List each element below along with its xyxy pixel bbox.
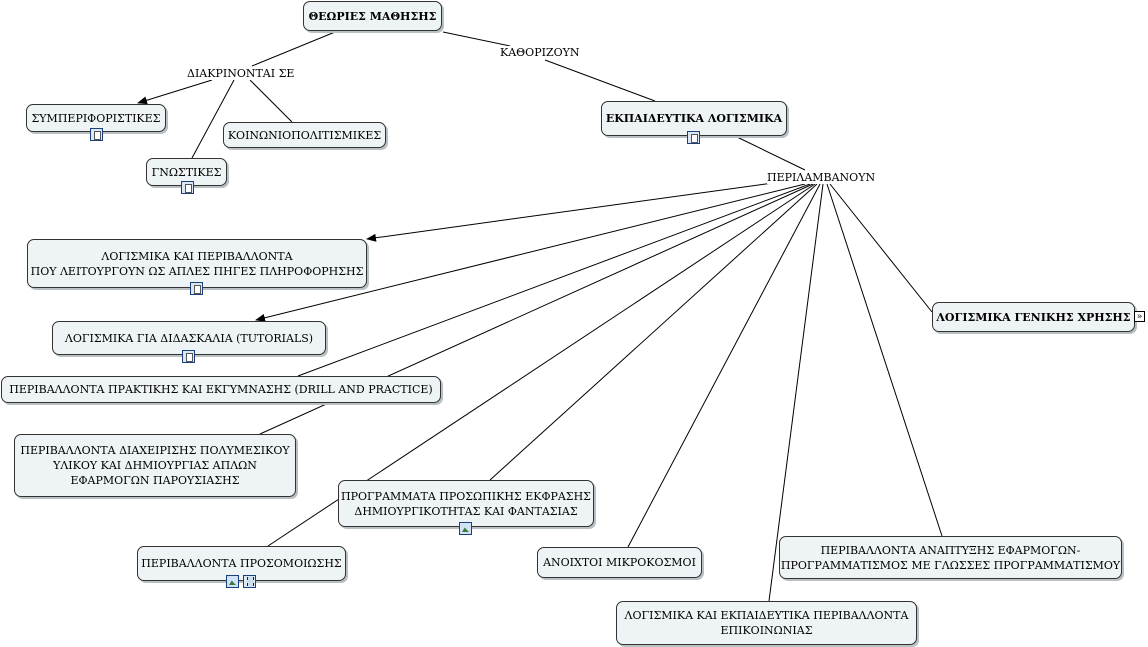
- link-include-programming: [826, 183, 943, 537]
- concept-info-sources-line2: ΠΟΥ ΛΕΙΤΟΥΡΓΟΥΝ ΩΣ ΑΠΛΕΣ ΠΗΓΕΣ ΠΛΗΡΟΦΟΡΗ…: [30, 264, 364, 278]
- concept-multimedia-line1: ΠΕΡΙΒΑΛΛΟΝΤΑ ΔΙΑΧΕΙΡΙΣΗΣ ΠΟΛΥΜΕΣΙΚΟΥ: [20, 444, 290, 457]
- document-icon[interactable]: [182, 350, 195, 363]
- link-include-microworlds: [627, 183, 821, 548]
- concept-microworlds[interactable]: ΑΝΟΙΧΤΟΙ ΜΙΚΡΟΚΟΣΜΟΙ: [537, 547, 702, 578]
- link-distinguished-sociocultural: [249, 79, 293, 123]
- link-distinguished-cognitive: [191, 79, 235, 159]
- image-icon[interactable]: [459, 522, 472, 535]
- link-distinguished-behaviorist: [137, 79, 213, 105]
- concept-general-use[interactable]: ΛΟΓΙΣΜΙΚΑ ΓΕΝΙΚΗΣ ΧΡΗΣΗΣ: [932, 302, 1135, 332]
- link-label-include: ΠΕΡΙΛΑΜΒΑΝΟΥΝ: [767, 171, 876, 184]
- concept-multimedia[interactable]: ΠΕΡΙΒΑΛΛΟΝΤΑ ΔΙΑΧΕΙΡΙΣΗΣ ΠΟΛΥΜΕΣΙΚΟΥ ΥΛΙ…: [14, 434, 296, 497]
- concept-simulation-label: ΠΕΡΙΒΑΛΛΟΝΤΑ ΠΡΟΣΟΜΟΙΩΣΗΣ: [141, 557, 342, 570]
- concept-expression[interactable]: ΠΡΟΓΡΑΜΜΑΤΑ ΠΡΟΣΩΠΙΚΗΣ ΕΚΦΡΑΣΗΣ ΔΗΜΙΟΥΡΓ…: [338, 480, 594, 527]
- video-icon[interactable]: [243, 575, 256, 588]
- concept-drill-label: ΠΕΡΙΒΑΛΛΟΝΤΑ ΠΡΑΚΤΙΚΗΣ ΚΑΙ ΕΚΓΥΜΝΑΣΗΣ (D…: [9, 383, 433, 396]
- concept-edu-software-label: ΕΚΠΑΙΔΕΥΤΙΚΑ ΛΟΓΙΣΜΙΚΑ: [605, 112, 783, 125]
- concept-info-sources-line1: ΛΟΓΙΣΜΙΚΑ ΚΑΙ ΠΕΡΙΒΑΛΛΟΝΤΑ: [101, 249, 293, 263]
- link-include-expression: [489, 183, 818, 481]
- concept-behaviorist-label: ΣΥΜΠΕΡΙΦΟΡΙΣΤΙΚΕΣ: [31, 111, 161, 125]
- concept-multimedia-line2: ΥΛΙΚΟΥ ΚΑΙ ΔΗΜΙΟΥΡΓΙΑΣ ΑΠΛΩΝ: [53, 459, 257, 472]
- concept-microworlds-label: ΑΝΟΙΧΤΟΙ ΜΙΚΡΟΚΟΣΜΟΙ: [543, 556, 696, 569]
- concept-drill[interactable]: ΠΕΡΙΒΑΛΛΟΝΤΑ ΠΡΑΚΤΙΚΗΣ ΚΑΙ ΕΚΓΥΜΝΑΣΗΣ (D…: [1, 376, 441, 403]
- concept-communication-line2: ΕΠΙΚΟΙΝΩΝΙΑΣ: [720, 624, 813, 637]
- document-icon[interactable]: [190, 282, 203, 295]
- concept-theories[interactable]: ΘΕΩΡΙΕΣ ΜΑΘΗΣΗΣ: [303, 1, 442, 31]
- concept-communication[interactable]: ΛΟΓΙΣΜΙΚΑ ΚΑΙ ΕΚΠΑΙΔΕΥΤΙΚΑ ΠΕΡΙΒΑΛΛΟΝΤΑ …: [616, 601, 917, 645]
- concept-tutorials-label: ΛΟΓΙΣΜΙΚΑ ΓΙΑ ΔΙΔΑΣΚΑΛΙΑ (TUTORIALS): [64, 331, 314, 345]
- concept-info-sources[interactable]: ΛΟΓΙΣΜΙΚΑ ΚΑΙ ΠΕΡΙΒΑΛΛΟΝΤΑ ΠΟΥ ΛΕΙΤΟΥΡΓΟ…: [27, 239, 367, 288]
- document-icon[interactable]: [687, 131, 700, 144]
- link-include-communication: [768, 183, 824, 602]
- concept-simulation[interactable]: ΠΕΡΙΒΑΛΛΟΝΤΑ ΠΡΟΣΟΜΟΙΩΣΗΣ: [137, 546, 346, 581]
- concept-expression-line2: ΔΗΜΙΟΥΡΓΙΚΟΤΗΤΑΣ ΚΑΙ ΦΑΝΤΑΣΙΑΣ: [354, 504, 578, 518]
- document-icon[interactable]: [90, 128, 103, 141]
- link-include-general: [829, 183, 933, 313]
- concept-sociocultural-label: ΚΟΙΝΩΝΙΟΠΟΛΙΤΙΣΜΙΚΕΣ: [227, 128, 382, 142]
- concept-multimedia-line3: ΕΦΑΡΜΟΓΩΝ ΠΑΡΟΥΣΙΑΣΗΣ: [70, 474, 240, 487]
- concept-sociocultural[interactable]: ΚΟΙΝΩΝΙΟΠΟΛΙΤΙΣΜΙΚΕΣ: [223, 122, 386, 148]
- concept-behaviorist[interactable]: ΣΥΜΠΕΡΙΦΟΡΙΣΤΙΚΕΣ: [26, 104, 166, 132]
- image-icon[interactable]: [226, 575, 239, 588]
- concept-programming-line1: ΠΕΡΙΒΑΛΛΟΝΤΑ ΑΝΑΠΤΥΞΗΣ ΕΦΑΡΜΟΓΩΝ-: [820, 543, 1081, 557]
- link-include-drill: [297, 183, 811, 377]
- link-label-determine: ΚΑΘΟΡΙΖΟΥΝ: [500, 46, 580, 59]
- link-theories-determine: [442, 31, 511, 47]
- concept-programming-line2: ΠΡΟΓΡΑΜΜΑΤΙΣΜΟΣ ΜΕ ΓΛΩΣΣΕΣ ΠΡΟΓΡΑΜΜΑΤΙΣΜ…: [780, 558, 1121, 572]
- expand-icon[interactable]: »: [1134, 311, 1145, 322]
- concept-edu-software[interactable]: ΕΚΠΑΙΔΕΥΤΙΚΑ ΛΟΓΙΣΜΙΚΑ: [601, 101, 787, 136]
- link-determine-edu: [544, 59, 656, 102]
- link-edu-include: [736, 136, 806, 171]
- concept-general-use-label: ΛΟΓΙΣΜΙΚΑ ΓΕΝΙΚΗΣ ΧΡΗΣΗΣ: [936, 310, 1131, 324]
- concept-expression-line1: ΠΡΟΓΡΑΜΜΑΤΑ ΠΡΟΣΩΠΙΚΗΣ ΕΚΦΡΑΣΗΣ: [341, 489, 591, 503]
- concept-theories-label: ΘΕΩΡΙΕΣ ΜΑΘΗΣΗΣ: [308, 9, 437, 23]
- concept-cognitive-label: ΓΝΩΣΤΙΚΕΣ: [151, 165, 222, 179]
- link-include-info: [366, 181, 781, 242]
- concept-programming[interactable]: ΠΕΡΙΒΑΛΛΟΝΤΑ ΑΝΑΠΤΥΞΗΣ ΕΦΑΡΜΟΓΩΝ- ΠΡΟΓΡΑ…: [779, 536, 1122, 579]
- link-label-distinguished: ΔΙΑΚΡΙΝΟΝΤΑΙ ΣΕ: [187, 67, 295, 80]
- document-icon[interactable]: [181, 181, 194, 194]
- link-include-tutorials: [255, 183, 806, 322]
- link-theories-distinguished: [251, 31, 336, 67]
- concept-communication-line1: ΛΟΓΙΣΜΙΚΑ ΚΑΙ ΕΚΠΑΙΔΕΥΤΙΚΑ ΠΕΡΙΒΑΛΛΟΝΤΑ: [624, 609, 909, 622]
